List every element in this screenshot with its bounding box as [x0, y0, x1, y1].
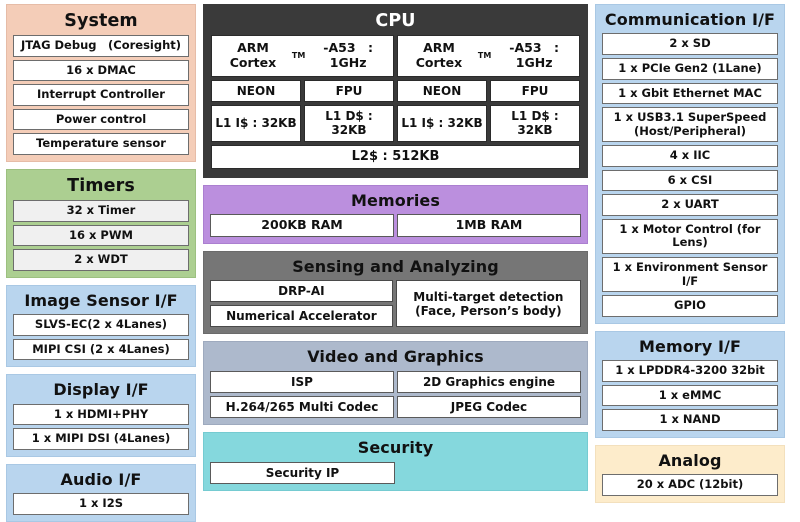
block-memories: Memories 200KB RAM 1MB RAM	[203, 184, 588, 244]
block-title-image-sensor-if: Image Sensor I/F	[24, 290, 178, 310]
block-system: System JTAG Debug (Coresight) 16 x DMAC …	[6, 4, 196, 162]
item-motor-control: 1 x Motor Control (for Lens)	[602, 218, 778, 255]
cpu-core-1-prefix: ARM Cortex	[415, 40, 463, 71]
item-csi: 6 x CSI	[602, 169, 778, 192]
block-title-communication-if: Communication I/F	[604, 10, 776, 29]
item-jtag-debug: JTAG Debug (Coresight)	[13, 35, 189, 57]
item-slvs-ec: SLVS-EC(2 x 4Lanes)	[13, 314, 189, 336]
item-2d-graphics-engine: 2D Graphics engine	[397, 370, 581, 393]
block-communication-if: Communication I/F 2 x SD 1 x PCIe Gen2 (…	[595, 4, 785, 324]
item-i2s: 1 x I2S	[13, 493, 189, 515]
block-title-display-if: Display I/F	[53, 380, 149, 400]
item-l1-icache-0: L1 I$ : 32KB	[211, 105, 301, 142]
block-title-sensing-analyzing: Sensing and Analyzing	[292, 256, 499, 276]
item-200kb-ram: 200KB RAM	[210, 213, 394, 237]
cpu-caches-row: L1 I$ : 32KB L1 D$ : 32KB L1 I$ : 32KB L…	[211, 105, 580, 142]
item-pcie-gen2: 1 x PCIe Gen2 (1Lane)	[602, 57, 778, 80]
block-title-timers: Timers	[67, 175, 135, 196]
item-neon-1: NEON	[397, 80, 487, 103]
multi-target-line-1: Multi-target detection	[413, 289, 564, 304]
item-jpeg-codec: JPEG Codec	[397, 395, 581, 419]
item-isp: ISP	[210, 370, 394, 393]
block-security: Security Security IP	[203, 432, 588, 491]
item-adc: 20 x ADC (12bit)	[602, 474, 778, 496]
item-wdt: 2 x WDT	[13, 249, 189, 271]
item-nand: 1 x NAND	[602, 409, 778, 431]
soc-block-diagram: System JTAG Debug (Coresight) 16 x DMAC …	[6, 4, 785, 522]
cpu-core-0-prefix: ARM Cortex	[229, 40, 277, 71]
item-usb31-superspeed: 1 x USB3.1 SuperSpeed (Host/Peripheral)	[602, 107, 778, 143]
item-pwm: 16 x PWM	[13, 224, 189, 247]
cpu-core-0-suffix: -A53 : 1GHz	[323, 40, 374, 71]
item-multi-target-detection: Multi-target detection (Face, Person’s b…	[395, 280, 581, 328]
usb-line-2: (Host/Peripheral)	[633, 123, 746, 138]
multi-target-detection-text: Multi-target detection (Face, Person’s b…	[413, 290, 563, 318]
block-image-sensor-if: Image Sensor I/F SLVS-EC(2 x 4Lanes) MIP…	[6, 284, 196, 368]
block-title-audio-if: Audio I/F	[60, 469, 142, 489]
item-drp-ai: DRP-AI	[210, 280, 393, 303]
item-l1-dcache-1: L1 D$ : 32KB	[490, 105, 580, 142]
item-temperature-sensor: Temperature sensor	[13, 133, 189, 155]
item-power-control: Power control	[13, 108, 189, 131]
block-memory-if: Memory I/F 1 x LPDDR4-3200 32bit 1 x eMM…	[595, 330, 785, 438]
item-environment-sensor-if: 1 x Environment Sensor I/F	[602, 257, 778, 293]
block-title-security: Security	[357, 438, 434, 458]
item-l1-dcache-0: L1 D$ : 32KB	[304, 105, 394, 142]
item-numerical-accelerator: Numerical Accelerator	[210, 305, 393, 328]
block-title-cpu: CPU	[375, 11, 416, 31]
block-audio-if: Audio I/F 1 x I2S	[6, 463, 196, 522]
memories-row: 200KB RAM 1MB RAM	[210, 213, 581, 237]
block-title-system: System	[64, 11, 138, 31]
item-gpio: GPIO	[602, 295, 778, 317]
video-row-1: ISP 2D Graphics engine	[210, 370, 581, 393]
item-timer: 32 x Timer	[13, 200, 189, 222]
item-hdmi-phy: 1 x HDMI+PHY	[13, 403, 189, 426]
video-row-2: H.264/265 Multi Codec JPEG Codec	[210, 395, 581, 419]
item-interrupt-controller: Interrupt Controller	[13, 84, 189, 106]
sensing-left-group: DRP-AI Numerical Accelerator	[210, 280, 393, 328]
block-title-video-graphics: Video and Graphics	[307, 347, 484, 367]
item-mipi-csi: MIPI CSI (2 x 4Lanes)	[13, 338, 189, 361]
item-neon-0: NEON	[211, 80, 301, 103]
block-title-analog: Analog	[658, 450, 722, 470]
item-uart: 2 x UART	[602, 194, 778, 216]
item-lpddr4: 1 x LPDDR4-3200 32bit	[602, 360, 778, 382]
multi-target-line-2: (Face, Person’s body)	[415, 303, 562, 318]
block-timers: Timers 32 x Timer 16 x PWM 2 x WDT	[6, 168, 196, 278]
cpu-core-1-suffix: -A53 : 1GHz	[509, 40, 560, 71]
item-h264-265-codec: H.264/265 Multi Codec	[210, 395, 394, 419]
item-dmac: 16 x DMAC	[13, 59, 189, 82]
block-video-graphics: Video and Graphics ISP 2D Graphics engin…	[203, 341, 588, 426]
item-fpu-0: FPU	[304, 80, 394, 103]
item-mipi-dsi: 1 x MIPI DSI (4Lanes)	[13, 428, 189, 450]
block-display-if: Display I/F 1 x HDMI+PHY 1 x MIPI DSI (4…	[6, 374, 196, 457]
item-l1-icache-1: L1 I$ : 32KB	[397, 105, 487, 142]
block-title-memories: Memories	[351, 190, 440, 210]
item-emmc: 1 x eMMC	[602, 384, 778, 407]
item-gbit-ethernet-mac: 1 x Gbit Ethernet MAC	[602, 82, 778, 105]
left-column: System JTAG Debug (Coresight) 16 x DMAC …	[6, 4, 196, 522]
block-analog: Analog 20 x ADC (12bit)	[595, 444, 785, 503]
right-column: Communication I/F 2 x SD 1 x PCIe Gen2 (…	[595, 4, 785, 503]
item-l2-cache: L2$ : 512KB	[211, 144, 580, 169]
sensing-row: DRP-AI Numerical Accelerator Multi-targe…	[210, 280, 581, 328]
item-security-ip: Security IP	[210, 461, 395, 484]
cpu-units-row: NEON FPU NEON FPU	[211, 80, 580, 103]
block-title-memory-if: Memory I/F	[638, 336, 742, 356]
item-iic: 4 x IIC	[602, 145, 778, 167]
item-sd: 2 x SD	[602, 33, 778, 55]
usb-line-1: 1 x USB3.1 SuperSpeed	[613, 110, 767, 125]
block-sensing-analyzing: Sensing and Analyzing DRP-AI Numerical A…	[203, 250, 588, 335]
item-1mb-ram: 1MB RAM	[397, 213, 581, 237]
item-fpu-1: FPU	[490, 80, 580, 103]
usb-text: 1 x USB3.1 SuperSpeed (Host/Peripheral)	[613, 110, 767, 138]
